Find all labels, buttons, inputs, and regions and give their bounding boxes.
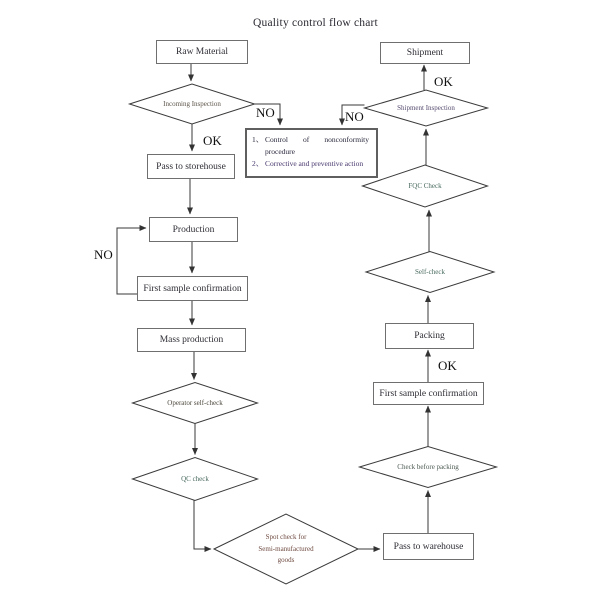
control-box-item1-word3: nonconformity [324,135,369,144]
node-production-label: Production [172,224,215,235]
node-first-sample-confirmation-right: First sample confirmation [373,382,484,405]
node-shipment-label: Shipment [406,48,444,58]
node-pass-to-warehouse: Pass to warehouse [383,533,474,560]
node-packing-label: Packing [414,331,445,341]
edge-label-no-shipment-inspection: NO [345,109,364,124]
diamond-shipment-inspection [362,89,490,127]
diamond-fqc-check [360,164,490,208]
node-control-of-nonconformity-box: 1、 Control of nonconformity procedure 2、… [245,128,378,178]
control-box-item2: 2、 Corrective and preventive action [252,158,369,170]
diamond-operator-self-check [130,381,260,425]
node-pass-to-storehouse: Pass to storehouse [147,154,235,179]
edge-label-ok-after-incoming: OK [203,133,222,148]
control-box-item1-number: 1、 [252,135,264,144]
node-pass-to-warehouse-label: Pass to warehouse [393,541,464,552]
node-packing: Packing [385,323,474,349]
node-first-sample-confirmation-right-label: First sample confirmation [379,388,478,399]
control-box-item1-word1: Control [265,135,288,144]
node-first-sample-confirmation-left-label: First sample confirmation [143,283,242,294]
node-fqc-check-label: FQC Check [408,182,442,190]
diamond-check-before-packing [357,445,499,489]
node-production: Production [149,217,238,242]
chart-title: Quality control flow chart [253,17,378,29]
edge-label-no-after-incoming: NO [256,105,275,120]
node-shipment-inspection-label: Shipment Inspection [397,104,455,112]
diamond-self-check [364,250,496,294]
node-self-check-label: Self-check [415,268,445,276]
node-mass-production-label: Mass production [159,335,224,345]
node-incoming-inspection-label: Incoming Inspection [163,100,221,108]
edge-firstsample-no-loop-to-production [116,225,147,295]
node-operator-self-check-label: Operator self-check [167,399,223,407]
control-box-item2-text: Corrective and preventive action [265,159,364,168]
spot-check-line2: Semi-manufactured [258,544,314,553]
node-first-sample-confirmation-left: First sample confirmation [137,276,248,301]
edge-label-ok-before-packing: OK [438,358,457,373]
spot-check-line3: goods [277,555,295,564]
control-box-item2-number: 2、 [252,159,264,168]
control-box-item1-line1: 1、 Control of nonconformity [252,134,369,146]
node-qc-check-label: QC check [181,475,209,483]
node-check-before-packing-label: Check before packing [397,463,459,471]
node-shipment: Shipment [380,42,470,64]
diamond-qc-check [130,456,260,502]
node-pass-to-storehouse-label: Pass to storehouse [156,161,226,172]
node-raw-material-label: Raw Material [176,47,228,57]
node-mass-production: Mass production [137,328,246,352]
node-raw-material: Raw Material [156,40,248,64]
edge-label-no-production-loop: NO [94,247,113,262]
edge-label-ok-after-shipment-inspection: OK [434,74,453,89]
spot-check-line1: Spot check for [265,532,307,541]
control-box-item1-word2: of [303,135,310,144]
node-spot-check-label: Spot check for Semi-manufactured goods [258,532,313,567]
edge-incoming-no-to-controlbox [254,103,283,126]
edge-shipmentinspection-no-to-controlbox [339,104,365,126]
edge-qccheck-to-spotcheck [193,500,212,552]
control-box-item1-line2: procedure [265,147,295,156]
